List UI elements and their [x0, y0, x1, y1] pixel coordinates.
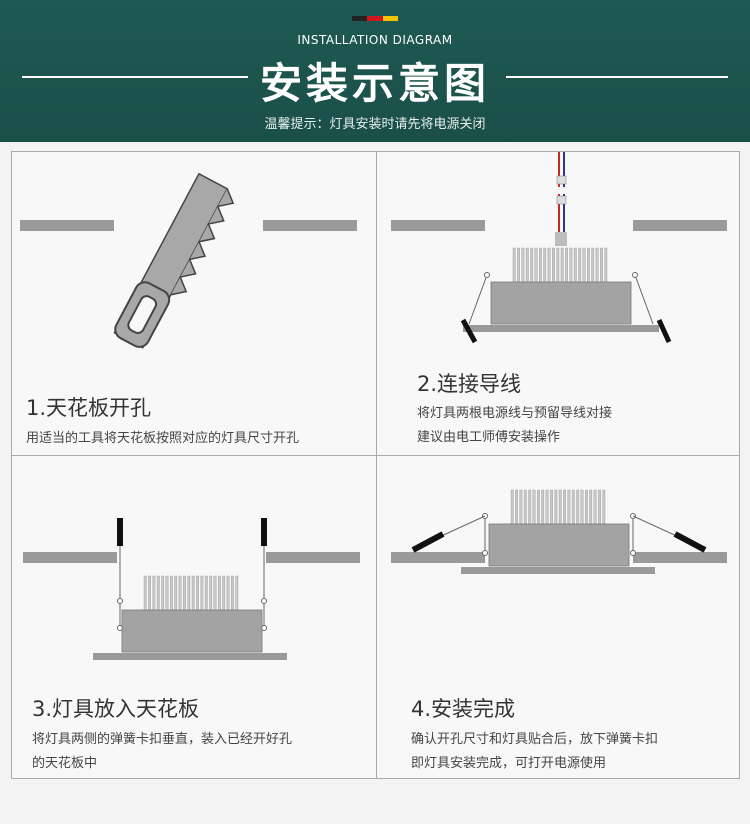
step-4-desc-line-2: 即灯具安装完成，可打开电源使用	[411, 756, 607, 771]
step-panel-4: 4.安装完成 确认开孔尺寸和灯具贴合后，放下弹簧卡扣 即灯具安装完成，可打开电源…	[377, 456, 739, 778]
lamp-body	[121, 609, 263, 653]
step-4-title: 4.安装完成	[411, 697, 516, 721]
ceiling-board-right	[266, 552, 360, 563]
step-3-illustration	[23, 518, 360, 660]
step-1-illustration	[20, 172, 357, 349]
lamp-bezel	[93, 653, 287, 660]
step-4-desc-line-1: 确认开孔尺寸和灯具贴合后，放下弹簧卡扣	[411, 732, 659, 747]
header-banner: INSTALLATION DIAGRAM 安装示意图 温馨提示：灯具安装时请先将…	[0, 0, 750, 142]
spring-clip-right	[632, 272, 672, 344]
ceiling-board-left	[20, 220, 114, 231]
lamp-body	[490, 281, 632, 325]
step-2-illustration	[391, 152, 727, 344]
step-3-desc-line-1: 将灯具两侧的弹簧卡扣垂直，装入已经开好孔	[32, 732, 293, 747]
saw-icon	[113, 172, 235, 349]
title-rule-left	[22, 76, 248, 78]
lamp-bezel	[461, 567, 655, 574]
ceiling-board-right	[633, 552, 727, 563]
flag-icon	[352, 16, 398, 21]
steps-grid: 1.天花板开孔 用适当的工具将天花板按照对应的灯具尺寸开孔	[11, 151, 740, 779]
ceiling-board-left	[391, 220, 485, 231]
step-1-desc-line-1: 用适当的工具将天花板按照对应的灯具尺寸开孔	[26, 431, 300, 446]
step-1-title: 1.天花板开孔	[26, 396, 152, 420]
ceiling-board-right	[263, 220, 357, 231]
step-panel-2: 2.连接导线 将灯具两根电源线与预留导线对接 建议由电工师傅安装操作	[377, 152, 739, 455]
ceiling-board-left	[23, 552, 117, 563]
spring-clip-right	[630, 513, 707, 556]
lamp-body	[488, 523, 630, 567]
lamp-bezel	[463, 325, 659, 332]
heat-sink-fins	[512, 247, 608, 283]
spring-clip-left	[117, 518, 123, 631]
heat-sink-fins	[510, 489, 606, 525]
step-2-desc-line-2: 建议由电工师傅安装操作	[417, 430, 561, 445]
ceiling-board-right	[633, 220, 727, 231]
step-2-title: 2.连接导线	[417, 372, 522, 396]
title-rule-right	[506, 76, 728, 78]
grid-divider-horizontal	[12, 455, 739, 456]
grid-divider-vertical	[376, 152, 377, 778]
step-2-desc-line-1: 将灯具两根电源线与预留导线对接	[417, 406, 613, 421]
spring-clip-left	[460, 272, 490, 344]
safety-note: 温馨提示：灯具安装时请先将电源关闭	[264, 117, 486, 132]
spring-clip-left	[411, 513, 488, 556]
step-3-title: 3.灯具放入天花板	[32, 697, 200, 721]
step-4-illustration	[391, 489, 727, 574]
power-wires	[555, 152, 567, 246]
page-title: 安装示意图	[259, 59, 490, 108]
ceiling-board-left	[391, 552, 485, 563]
step-panel-1: 1.天花板开孔 用适当的工具将天花板按照对应的灯具尺寸开孔	[12, 152, 376, 455]
step-3-desc-line-2: 的天花板中	[32, 756, 98, 771]
heat-sink-fins	[143, 575, 239, 611]
header-subtitle: INSTALLATION DIAGRAM	[297, 33, 453, 47]
spring-clip-right	[261, 518, 267, 631]
step-panel-3: 3.灯具放入天花板 将灯具两侧的弹簧卡扣垂直，装入已经开好孔 的天花板中	[12, 456, 376, 778]
